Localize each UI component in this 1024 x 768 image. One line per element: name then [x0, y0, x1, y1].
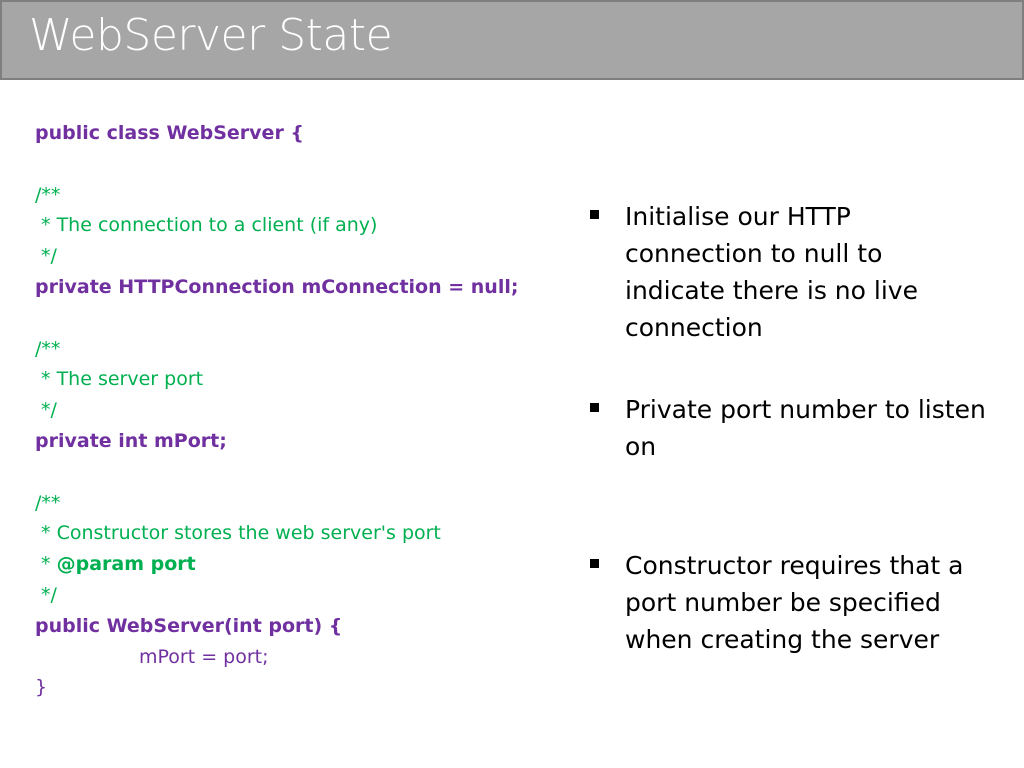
code-blank-line: [35, 303, 575, 334]
bullet-text: Initialise our HTTP connection to null t…: [625, 202, 918, 342]
square-bullet-icon: [590, 210, 599, 219]
bullet-text: Constructor requires that a port number …: [625, 551, 964, 654]
code-line: /**: [35, 491, 61, 514]
code-block: public class WebServer { /** * The connec…: [35, 118, 575, 703]
square-bullet-icon: [590, 559, 599, 568]
code-line: */: [35, 399, 57, 422]
code-line: private int mPort;: [35, 429, 227, 452]
code-line: private HTTPConnection mConnection = nul…: [35, 275, 519, 298]
bullet-item: Private port number to listen on: [588, 391, 988, 465]
code-line: * The connection to a client (if any): [35, 214, 378, 237]
code-line: }: [35, 676, 48, 699]
code-line: * Constructor stores the web server's po…: [35, 522, 441, 545]
title-bar: WebServer State: [0, 0, 1024, 80]
code-line: /**: [35, 337, 61, 360]
code-line: mPort = port;: [139, 645, 269, 668]
code-line: /**: [35, 183, 61, 206]
code-line: */: [35, 583, 57, 606]
bullet-item: Initialise our HTTP connection to null t…: [588, 198, 988, 346]
code-line: */: [35, 245, 57, 268]
bullet-item: Constructor requires that a port number …: [588, 547, 988, 658]
bullet-text: Private port number to listen on: [625, 395, 986, 461]
code-line-param-tag: * @param port: [35, 553, 196, 576]
code-line: * The server port: [35, 368, 204, 391]
slide-title: WebServer State: [29, 10, 393, 61]
code-line: public WebServer(int port) {: [35, 614, 343, 637]
square-bullet-icon: [590, 403, 599, 412]
code-line: public class WebServer {: [35, 122, 304, 144]
code-blank-line: [35, 457, 575, 488]
code-blank-line: [35, 149, 575, 180]
bullet-list: Initialise our HTTP connection to null t…: [588, 198, 988, 658]
